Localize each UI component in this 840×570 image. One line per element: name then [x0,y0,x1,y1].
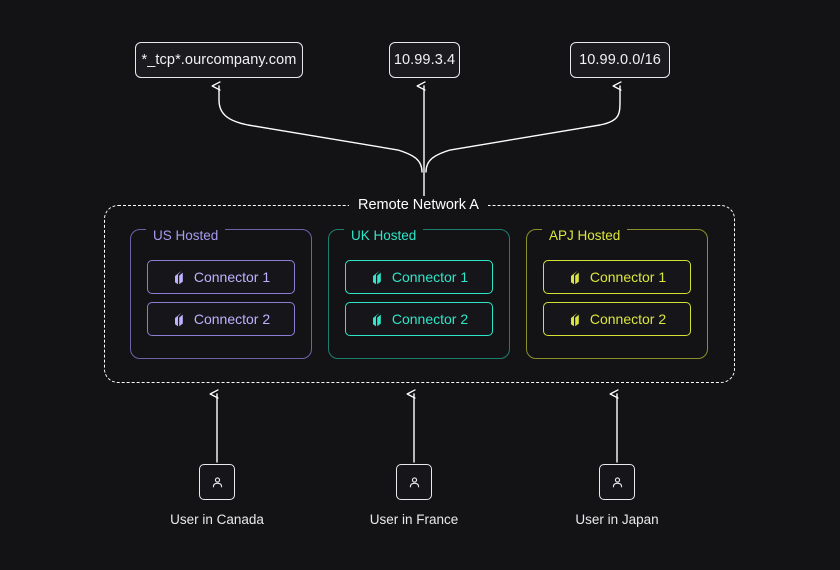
connector-us-1[interactable]: Connector 1 [147,260,295,294]
remote-network-title: Remote Network A [349,196,488,215]
user-node-france[interactable] [396,464,432,500]
person-icon [612,476,622,487]
connector-label: Connector 2 [589,311,667,327]
group-uk-hosted [328,229,510,359]
leaf-icon [570,312,579,326]
group-label-us-hosted: US Hosted [146,227,226,244]
leaf-icon [372,312,381,326]
connector-uk-1[interactable]: Connector 1 [345,260,493,294]
user-label-france: User in France [369,512,459,527]
connector-apj-1[interactable]: Connector 1 [543,260,691,294]
destination-host-ip[interactable]: 10.99.3.4 [389,42,460,78]
leaf-icon [174,312,183,326]
group-apj-hosted [526,229,708,359]
destination-dns-wildcard[interactable]: *_tcp*.ourcompany.com [135,42,303,78]
connector-label: Connector 2 [391,311,469,327]
connector-uk-2[interactable]: Connector 2 [345,302,493,336]
user-node-japan[interactable] [599,464,635,500]
user-label-japan: User in Japan [575,512,659,527]
connector-us-2[interactable]: Connector 2 [147,302,295,336]
connector-apj-2[interactable]: Connector 2 [543,302,691,336]
leaf-icon [570,270,579,284]
group-label-apj-hosted: APJ Hosted [542,227,628,244]
group-us-hosted [130,229,312,359]
user-label-canada: User in Canada [170,512,264,527]
connector-label: Connector 1 [391,269,469,285]
person-icon [212,476,222,487]
user-node-canada[interactable] [199,464,235,500]
connector-label: Connector 1 [193,269,271,285]
leaf-icon [372,270,381,284]
destination-subnet-cidr[interactable]: 10.99.0.0/16 [570,42,670,78]
connector-label: Connector 1 [589,269,667,285]
group-label-uk-hosted: UK Hosted [344,227,424,244]
connector-label: Connector 2 [193,311,271,327]
edge-trunk-to-dns-wildcard [211,81,423,173]
person-icon [409,476,419,487]
edge-trunk-to-subnet [425,81,622,173]
leaf-icon [174,270,183,284]
